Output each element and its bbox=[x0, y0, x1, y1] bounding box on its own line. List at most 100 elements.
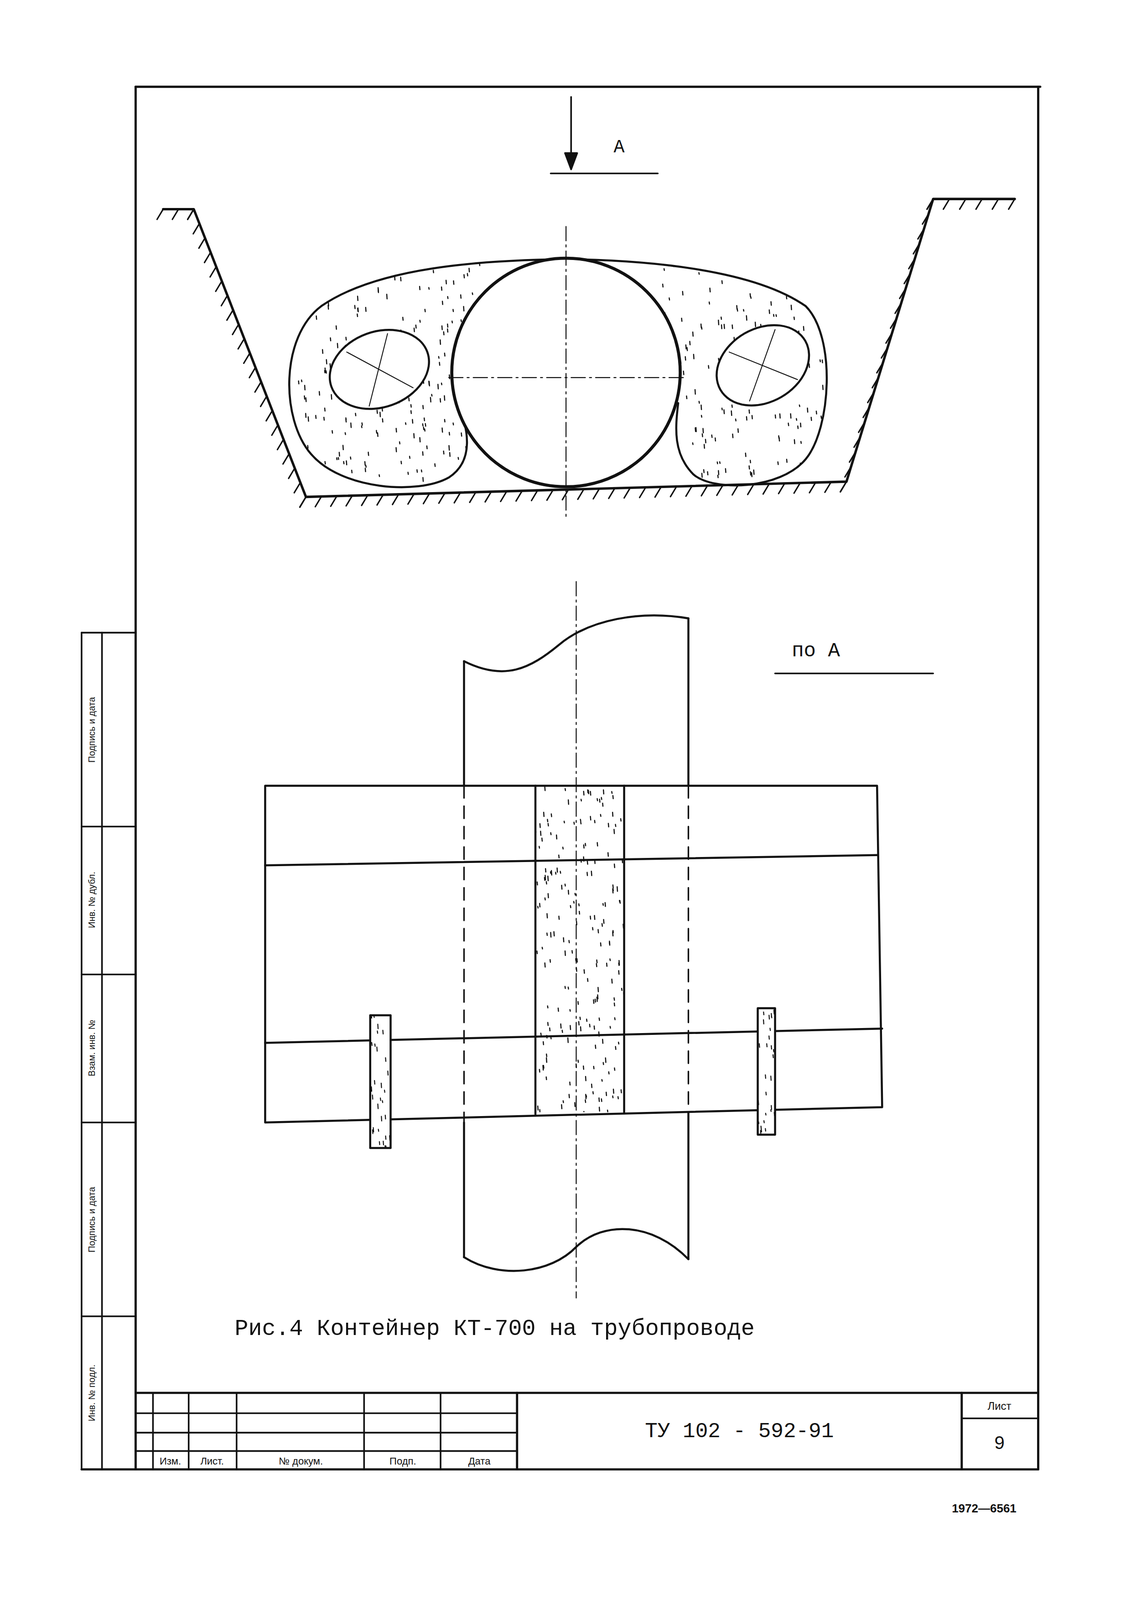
stipple-mark bbox=[361, 425, 363, 428]
stipple-mark bbox=[457, 457, 459, 460]
stipple-mark bbox=[673, 262, 675, 267]
stipple-mark bbox=[601, 1079, 603, 1082]
stipple-mark bbox=[799, 480, 802, 483]
stipple-mark bbox=[315, 415, 317, 419]
stipple-mark bbox=[613, 997, 615, 1001]
stipple-mark bbox=[377, 1024, 379, 1029]
stipple-mark bbox=[560, 1023, 562, 1028]
stipple-mark bbox=[824, 323, 826, 329]
stamp-field: Взам. инв. № bbox=[86, 1019, 97, 1077]
hatch-tick bbox=[516, 490, 523, 501]
stipple-mark bbox=[599, 798, 601, 802]
hatch-tick bbox=[639, 487, 646, 498]
hatch-tick bbox=[927, 198, 934, 209]
stipple-mark bbox=[578, 911, 581, 914]
stipple-mark bbox=[463, 274, 465, 278]
stipple-mark bbox=[682, 265, 684, 268]
stipple-mark bbox=[748, 409, 750, 414]
stipple-mark bbox=[313, 292, 316, 296]
hatch-tick bbox=[315, 496, 322, 507]
hatch-tick bbox=[593, 488, 600, 499]
stipple-mark bbox=[598, 1107, 601, 1112]
hatch-tick bbox=[172, 209, 179, 220]
stipple-mark bbox=[705, 439, 707, 443]
stipple-mark bbox=[568, 940, 570, 943]
hatch-tick bbox=[762, 483, 769, 494]
stipple-mark bbox=[803, 326, 805, 331]
stipple-mark bbox=[616, 886, 618, 892]
stipple-mark bbox=[468, 268, 470, 272]
ellipse-cross bbox=[729, 352, 798, 380]
stipple-mark bbox=[614, 1046, 617, 1050]
stipple-mark bbox=[731, 434, 734, 438]
stipple-mark bbox=[559, 871, 561, 873]
stipple-mark bbox=[444, 352, 446, 356]
stipple-mark bbox=[440, 286, 443, 291]
stipple-mark bbox=[613, 1002, 616, 1006]
stipple-mark bbox=[374, 262, 376, 267]
stipple-mark bbox=[596, 798, 598, 801]
stipple-mark bbox=[717, 320, 720, 325]
stipple-mark bbox=[298, 298, 301, 301]
stipple-mark bbox=[347, 283, 349, 288]
stipple-mark bbox=[560, 885, 563, 890]
sheet-frame bbox=[81, 86, 1041, 1469]
stipple-mark bbox=[345, 461, 348, 466]
stipple-mark bbox=[422, 451, 424, 456]
stipple-mark bbox=[550, 1036, 552, 1039]
stipple-mark bbox=[549, 932, 552, 937]
stipple-mark bbox=[760, 1125, 763, 1130]
stipple-mark bbox=[304, 284, 307, 289]
stipple-mark bbox=[562, 846, 564, 849]
stipple-mark bbox=[708, 301, 711, 304]
stipple-mark bbox=[583, 791, 585, 795]
stipple-mark bbox=[448, 445, 450, 451]
fill-stipple bbox=[758, 1009, 776, 1134]
stipple-mark bbox=[460, 319, 462, 322]
stipple-mark bbox=[608, 1071, 610, 1074]
stipple-mark bbox=[682, 291, 684, 296]
stipple-mark bbox=[773, 314, 775, 317]
stipple-mark bbox=[746, 315, 748, 321]
stipple-mark bbox=[730, 410, 732, 416]
stipple-mark bbox=[825, 263, 827, 267]
stipple-mark bbox=[545, 881, 548, 884]
document-number: ТУ 102 - 592-91 bbox=[644, 1420, 834, 1444]
band-edge bbox=[622, 785, 625, 1113]
stipple-mark bbox=[597, 987, 599, 992]
hatch-tick bbox=[908, 258, 915, 269]
stipple-mark bbox=[596, 963, 598, 967]
stipple-mark bbox=[281, 435, 283, 438]
stipple-mark bbox=[600, 1098, 602, 1102]
stipple-mark bbox=[658, 452, 660, 455]
stipple-mark bbox=[546, 933, 548, 936]
stipple-mark bbox=[381, 418, 384, 422]
stipple-mark bbox=[380, 1083, 383, 1088]
plan-view bbox=[264, 581, 882, 1298]
stipple-mark bbox=[538, 846, 540, 849]
stipple-mark bbox=[764, 1128, 767, 1131]
stipple-mark bbox=[556, 867, 558, 872]
stipple-mark bbox=[544, 877, 546, 881]
stipple-mark bbox=[324, 370, 326, 373]
hatch-tick bbox=[943, 198, 950, 209]
stipple-mark bbox=[325, 370, 327, 374]
stipple-mark bbox=[304, 258, 307, 261]
belt-line bbox=[264, 855, 877, 866]
stipple-mark bbox=[700, 404, 702, 410]
stipple-mark bbox=[345, 417, 347, 420]
stipple-mark bbox=[367, 273, 369, 276]
stipple-mark bbox=[564, 950, 566, 956]
stipple-mark bbox=[810, 477, 812, 479]
stipple-mark bbox=[377, 1104, 379, 1109]
stipple-mark bbox=[589, 791, 592, 795]
stipple-mark bbox=[592, 999, 595, 1004]
stipple-mark bbox=[428, 381, 431, 386]
stipple-mark bbox=[757, 1121, 760, 1124]
title-cell: Подп. bbox=[389, 1455, 416, 1467]
stipple-mark bbox=[779, 413, 781, 418]
hatch-tick bbox=[904, 273, 911, 284]
hatch-tick bbox=[485, 491, 492, 502]
stipple-mark bbox=[345, 337, 347, 341]
stipple-mark bbox=[737, 492, 740, 495]
